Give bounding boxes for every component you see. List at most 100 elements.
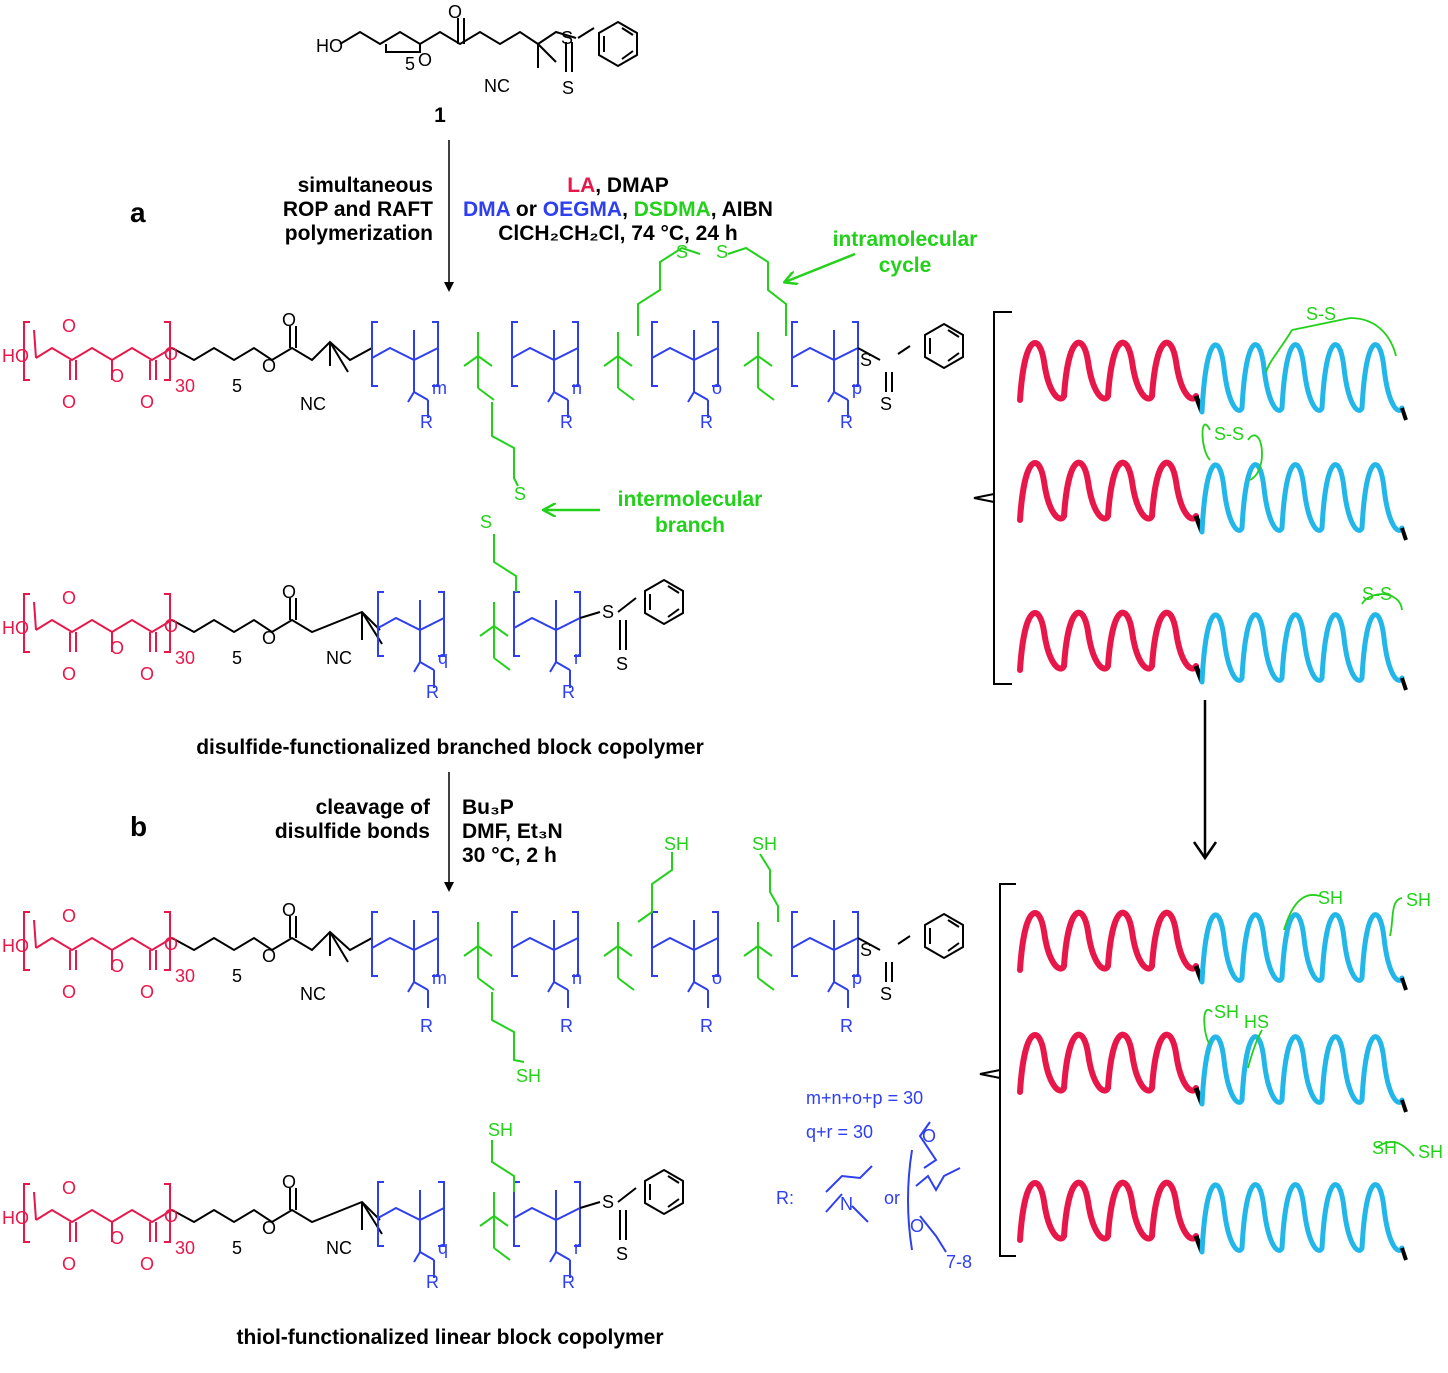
thiol-polymer-chain-1 (23, 852, 964, 1063)
polymer-a1-r2: R (560, 412, 573, 432)
polymer-a1-s-ring-2: S (716, 242, 728, 262)
polymer-b2-o3: O (164, 1206, 178, 1226)
step-b-reagent-3: 30 °C, 2 h (462, 844, 557, 867)
cartoon-sh-5: SH (1418, 1142, 1443, 1162)
cartoon-sulfur-link (1203, 1008, 1213, 1045)
polymer-a1-o5: O (140, 392, 154, 412)
cartoon-chain-end (1400, 1247, 1408, 1261)
cartoon-arrow-head (1192, 841, 1218, 861)
polymer-b1-r1: R (420, 1016, 433, 1036)
polymer-a2-ho: HO (2, 618, 29, 638)
cartoon-sulfur-link (1291, 317, 1351, 331)
intermolecular-label-1: intermolecular (618, 488, 763, 511)
reagent-dsdma: DSDMA (634, 198, 711, 221)
polymer-a1-o3: O (164, 344, 178, 364)
intramolecular-label-2: cycle (879, 254, 932, 277)
cartoon-chain-end (1400, 1099, 1408, 1113)
polymer-a2-o4: O (62, 664, 76, 684)
polymer-a2-nc: NC (326, 648, 352, 668)
cartoon-sulfur-link (1361, 593, 1403, 611)
reagent-comma: , (622, 198, 634, 221)
polymer-a1-o2: O (110, 366, 124, 386)
polymer-a2-o2: O (110, 638, 124, 658)
reagent-dma: DMA (463, 198, 511, 221)
step-a-reagents-line-1: LA, DMAP (567, 174, 669, 197)
polymer-b1-sub30: 30 (175, 966, 195, 986)
cartoon-ss-1: S-S (1306, 304, 1336, 324)
cartoon-methacrylate-block (1199, 342, 1405, 415)
reagent-oegma: OEGMA (543, 198, 622, 221)
polymer-b1-o6: O (282, 900, 296, 920)
polymer-b1-m: m (432, 968, 447, 988)
step-b-reagent-1: Bu₃P (462, 796, 514, 819)
polymer-a1-p: p (852, 378, 862, 398)
polymer-b2-o4: O (62, 1254, 76, 1274)
polymer-b2-o2: O (110, 1228, 124, 1248)
polymer-a1-ho: HO (2, 346, 29, 366)
compound-1-o-ester: O (418, 50, 432, 70)
polymer-a2-o7: O (262, 628, 276, 648)
cartoon-sulfur-link (1283, 894, 1321, 931)
polymer-b1-sh-1: SH (664, 834, 689, 854)
compound-1-nc: NC (484, 76, 510, 96)
polymer-b1-o5: O (140, 982, 154, 1002)
polymer-b2-o5: O (140, 1254, 154, 1274)
cartoon-methacrylate-block (1199, 912, 1405, 985)
intramolecular-label-1: intramolecular (833, 228, 978, 251)
compound-1-o-top: O (448, 2, 462, 22)
step-a-letter: a (130, 197, 146, 228)
polymer-a1-o6: O (282, 310, 296, 330)
polymer-b2-nc: NC (326, 1238, 352, 1258)
polymer-b2-q: q (438, 1238, 448, 1258)
intermolecular-label-2: branch (655, 514, 725, 537)
polymer-a2-o5: O (140, 664, 154, 684)
step-a-reagents-line-3: ClCH₂CH₂Cl, 74 °C, 24 h (498, 222, 737, 245)
cartoon-chain-end (1400, 527, 1408, 541)
polymer-a1-r1: R (420, 412, 433, 432)
polymer-b2-s1: S (602, 1192, 614, 1212)
polymer-a1-r3: R (700, 412, 713, 432)
polymer-b2-r-sub: r (574, 1238, 580, 1258)
polymer-a2-s-branch: S (480, 512, 492, 532)
compound-1-structure (339, 18, 638, 72)
step-a-reagents-line-2: DMA or OEGMA, DSDMA, AIBN (463, 198, 773, 221)
cartoon-ss-2: S-S (1214, 424, 1244, 444)
polymer-a1-m: m (432, 378, 447, 398)
polymer-b1-sh-3: SH (516, 1066, 541, 1086)
stoichiometry-1: m+n+o+p = 30 (806, 1088, 923, 1108)
compound-1-sub5: 5 (405, 54, 415, 74)
polymer-b2-o7: O (262, 1218, 276, 1238)
step-a-left-line-2: ROP and RAFT (283, 198, 433, 221)
polymer-a2-sub5: 5 (232, 648, 242, 668)
cartoon-hs: HS (1244, 1012, 1269, 1032)
cartoon-methacrylate-block (1199, 1034, 1405, 1107)
bracket-left-top (993, 311, 1012, 685)
polymer-a1-n: n (572, 378, 582, 398)
compound-number: 1 (434, 104, 446, 127)
polymer-a2-q: q (438, 648, 448, 668)
polymer-a1-o: o (712, 378, 722, 398)
polymer-a1-sub5: 5 (232, 376, 242, 396)
polymer-b1-r3: R (700, 1016, 713, 1036)
polymer-b2-sub5: 5 (232, 1238, 242, 1258)
intramolecular-arrow (785, 252, 856, 282)
polymer-a1-sub30: 30 (175, 376, 195, 396)
cartoon-sulfur-link (1349, 317, 1397, 357)
polymer-a2-r2: R (562, 682, 575, 702)
polymer-a2-s1: S (602, 602, 614, 622)
bracket-left-bottom (999, 883, 1016, 1257)
polymer-b1-p: p (852, 968, 862, 988)
step-b-reagent-2: DMF, Et₃N (462, 820, 563, 843)
cartoon-chain-end (1400, 407, 1408, 421)
polymer-a2-s2: S (616, 654, 628, 674)
polymer-b1-o3: O (164, 934, 178, 954)
polymer-a1-o1: O (62, 316, 76, 336)
cartoon-ss-3: S-S (1362, 584, 1392, 604)
reagent-dmap: , DMAP (595, 174, 669, 197)
polymer-b1-o2: O (110, 956, 124, 976)
polymer-a1-s1: S (860, 350, 872, 370)
polymer-b2-sh: SH (488, 1120, 513, 1140)
polymer-b2-o6: O (282, 1172, 296, 1192)
polymer-a2-o3: O (164, 616, 178, 636)
cartoon-labels: S-S S-S S-S SH SH SH HS SH SH (1214, 304, 1443, 1162)
